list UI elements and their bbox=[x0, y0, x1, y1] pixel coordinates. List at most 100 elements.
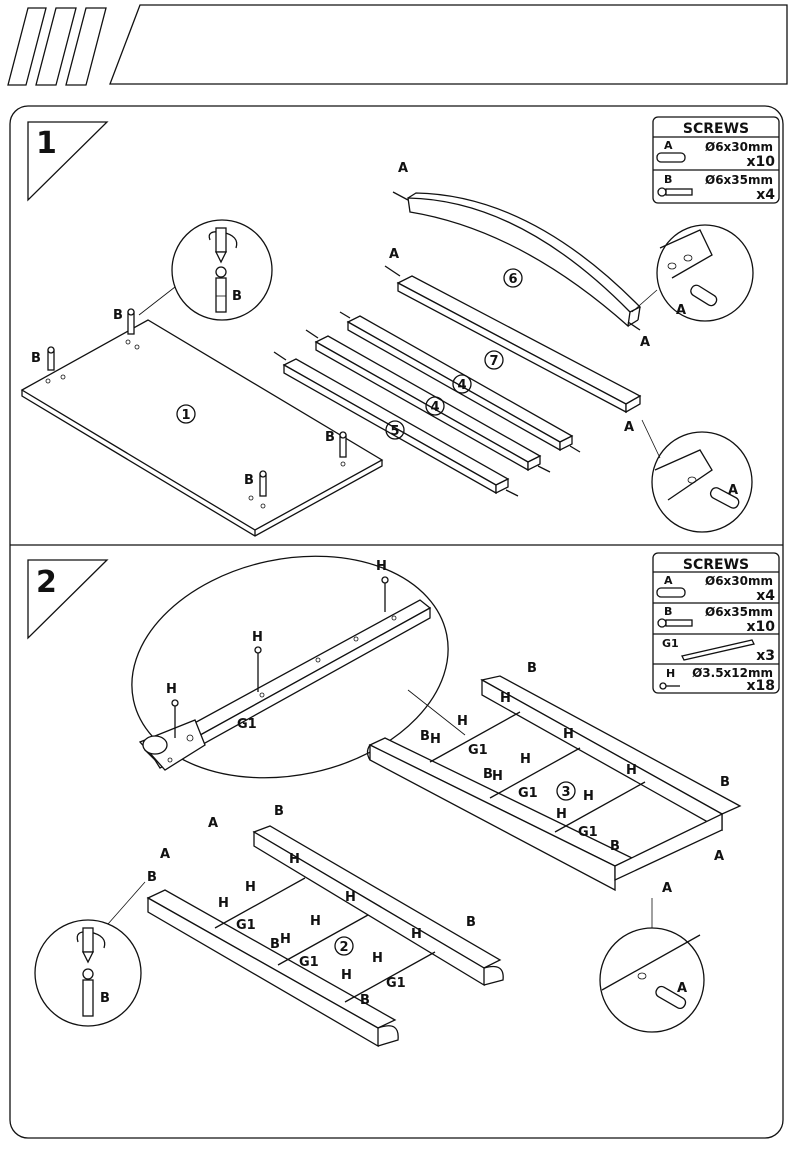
label-h: H bbox=[252, 630, 263, 645]
table-title: SCREWS bbox=[683, 557, 749, 573]
label-h: H bbox=[372, 951, 383, 966]
label-a: A bbox=[640, 335, 650, 350]
label-g1: G1 bbox=[386, 976, 406, 991]
label-b: B bbox=[147, 870, 157, 885]
label-a: A bbox=[676, 303, 686, 318]
part-badge bbox=[556, 781, 576, 801]
label-h: H bbox=[341, 968, 352, 983]
label-g1: G1 bbox=[578, 825, 598, 840]
label-b: B bbox=[270, 937, 280, 952]
cam-bolt-icon bbox=[657, 187, 693, 197]
table-dim: Ø6x35mm bbox=[705, 173, 773, 187]
label-b: B bbox=[244, 473, 254, 488]
label-b: B bbox=[466, 915, 476, 930]
label-h: H bbox=[280, 932, 291, 947]
label-b: B bbox=[483, 767, 493, 782]
label-b: B bbox=[100, 991, 110, 1006]
label-b: B bbox=[274, 804, 284, 819]
label-b: B bbox=[31, 351, 41, 366]
table-qty: x4 bbox=[756, 588, 775, 604]
header bbox=[7, 4, 788, 86]
part-number: 6 bbox=[508, 272, 517, 287]
detail-bracket-g1: H H H G1 bbox=[131, 555, 466, 779]
label-h: H bbox=[492, 769, 503, 784]
part-number: 4 bbox=[430, 400, 439, 415]
table-key: G1 bbox=[662, 637, 679, 650]
detail-dowel-3: A bbox=[599, 898, 705, 1033]
label-g1: G1 bbox=[468, 743, 488, 758]
part-number: 7 bbox=[489, 354, 498, 369]
part-badge bbox=[334, 936, 354, 956]
dowel-icon bbox=[656, 587, 686, 598]
label-b: B bbox=[420, 729, 430, 744]
table-key: B bbox=[664, 173, 672, 186]
table-dim: Ø6x35mm bbox=[705, 605, 773, 619]
table-qty: x10 bbox=[746, 154, 775, 170]
table-key: B bbox=[664, 605, 672, 618]
table-frame bbox=[652, 552, 780, 694]
part-4-slat: 4 bbox=[305, 329, 551, 473]
label-a: A bbox=[662, 881, 672, 896]
label-g1: G1 bbox=[236, 918, 256, 933]
part-6-curved-rail: 6 bbox=[392, 191, 642, 331]
label-g1: G1 bbox=[299, 955, 319, 970]
label-a: A bbox=[160, 847, 170, 862]
cam-bolts bbox=[47, 308, 347, 497]
part-number: 3 bbox=[561, 785, 570, 800]
label-b: B bbox=[360, 993, 370, 1008]
table-qty: x18 bbox=[746, 678, 775, 694]
label-a: A bbox=[728, 483, 738, 498]
step-1: 1 SCREWS A Ø6x30mm x10 B Ø6x35mm x4 bbox=[20, 116, 780, 537]
part-badge bbox=[385, 420, 405, 440]
detail-cam-bolt-2: B bbox=[34, 881, 146, 1027]
part-number: 2 bbox=[339, 940, 348, 955]
label-h: H bbox=[457, 714, 468, 729]
label-h: H bbox=[218, 896, 229, 911]
panel-1: 1 bbox=[20, 319, 384, 537]
label-h: H bbox=[376, 559, 387, 574]
label-h: H bbox=[563, 727, 574, 742]
detail-cam-bolt: B bbox=[138, 219, 273, 321]
label-a: A bbox=[677, 981, 687, 996]
part-number: 5 bbox=[390, 424, 399, 439]
table-key: H bbox=[666, 667, 675, 680]
label-b: B bbox=[527, 661, 537, 676]
part-badge bbox=[452, 374, 472, 394]
assembly-2: 2 B B B B B A A H H H H H H H H H G1 G1 … bbox=[146, 804, 504, 1048]
screw-icon bbox=[659, 682, 680, 690]
part-badge bbox=[425, 396, 445, 416]
label-b: B bbox=[325, 430, 335, 445]
label-g1: G1 bbox=[237, 717, 257, 732]
step-2-number: 2 bbox=[36, 565, 57, 600]
front-rail bbox=[146, 889, 397, 1029]
label-h: H bbox=[520, 752, 531, 767]
table-dim: Ø6x30mm bbox=[705, 140, 773, 154]
back-rail bbox=[252, 825, 502, 969]
label-g1: G1 bbox=[518, 786, 538, 801]
table-dim: Ø6x30mm bbox=[705, 574, 773, 588]
assembly-3: 3 B B B B B H H H H H H H H H G1 G1 G1 A… bbox=[366, 661, 742, 896]
detail-dowel-1: A bbox=[631, 224, 754, 322]
label-a: A bbox=[398, 161, 408, 176]
label-h: H bbox=[583, 789, 594, 804]
label-b: B bbox=[610, 839, 620, 854]
part-badge bbox=[503, 268, 523, 288]
label-h: H bbox=[245, 880, 256, 895]
label-a: A bbox=[208, 816, 218, 831]
header-stripe bbox=[35, 7, 77, 86]
table-frame bbox=[652, 116, 780, 204]
label-h: H bbox=[500, 691, 511, 706]
label-h: H bbox=[289, 852, 300, 867]
header-stripe bbox=[65, 7, 107, 86]
cam-bolt-icon bbox=[657, 618, 693, 628]
label-a: A bbox=[624, 420, 634, 435]
detail-dowel-2: A bbox=[641, 419, 753, 533]
step-2-badge bbox=[27, 559, 109, 640]
page-frame bbox=[9, 105, 784, 1139]
bracket-icon bbox=[681, 639, 755, 661]
label-a: A bbox=[389, 247, 399, 262]
part-badge bbox=[484, 350, 504, 370]
table-qty: x10 bbox=[746, 619, 775, 635]
table-qty: x3 bbox=[756, 648, 775, 664]
